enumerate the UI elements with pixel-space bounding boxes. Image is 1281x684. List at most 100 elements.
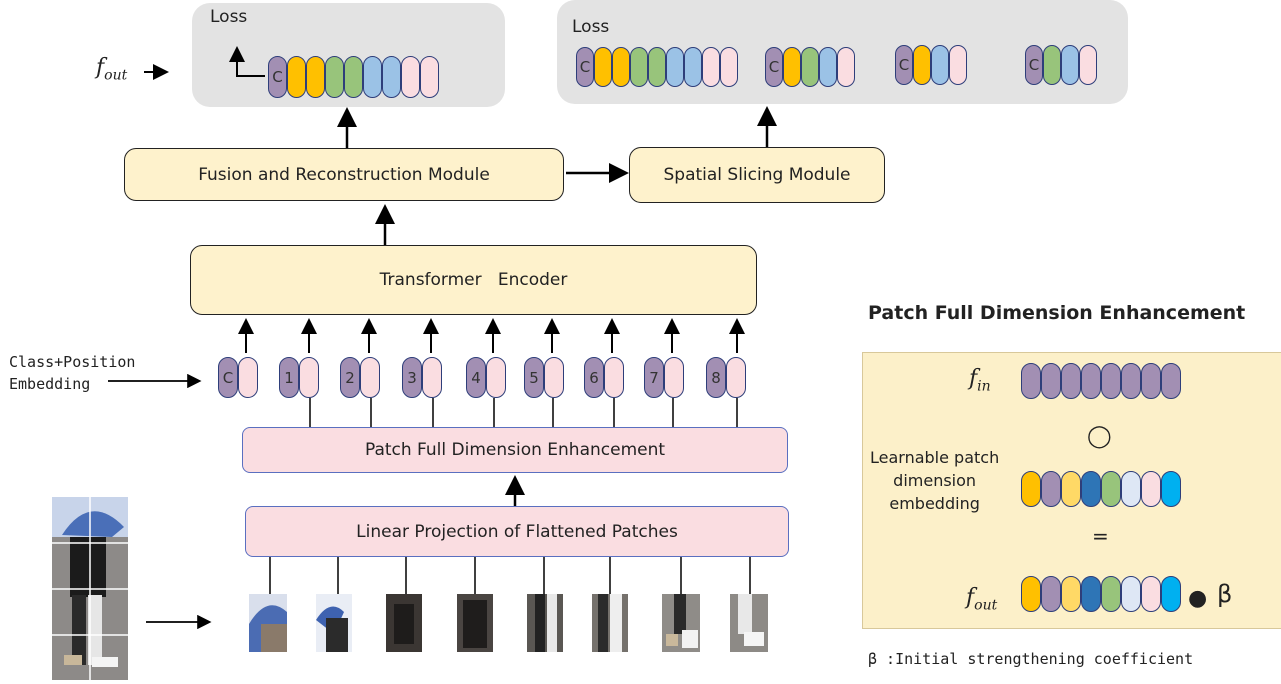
- panel-embed-token-1: [1041, 471, 1061, 507]
- loss-right-g1-token-2: [612, 47, 630, 87]
- loss-right-g1-token-1: [594, 47, 612, 87]
- panel-fout-token-6: [1141, 576, 1161, 612]
- input-token-embed-3: [422, 357, 442, 398]
- pfde-box: Patch Full Dimension Enhancement: [242, 427, 788, 473]
- loss-right-g1-token-0: C: [576, 47, 594, 87]
- loss-right-g4-token-2: [1061, 45, 1079, 85]
- beta-symbol: β: [1217, 580, 1233, 608]
- input-token-embed-1: [299, 357, 319, 398]
- patch-6: [592, 594, 628, 652]
- loss-left-token-7: [401, 56, 420, 98]
- dot-operator: ●: [1188, 586, 1208, 611]
- loss-right-g2-token-2: [801, 47, 819, 87]
- panel-fout-token-5: [1121, 576, 1141, 612]
- f-in-label: fin: [969, 366, 991, 395]
- panel-fin-token-4: [1101, 363, 1121, 399]
- loss-right-g1-token-4: [648, 47, 666, 87]
- f-out-panel-label: fout: [966, 585, 998, 614]
- panel-fout-token-0: [1021, 576, 1041, 612]
- panel-fin-token-6: [1141, 363, 1161, 399]
- panel-embed-token-3: [1081, 471, 1101, 507]
- loss-right-g1-token-6: [684, 47, 702, 87]
- loss-left-token-1: [287, 56, 306, 98]
- panel-fin-token-5: [1121, 363, 1141, 399]
- loss-left-token-0: C: [268, 56, 287, 98]
- loss-right-g3-token-1: [913, 45, 931, 85]
- panel-embed-token-7: [1161, 471, 1181, 507]
- panel-fin-token-3: [1081, 363, 1101, 399]
- input-token-embed-8: [726, 357, 746, 398]
- loss-left-token-3: [325, 56, 344, 98]
- spatial-slicing-module: Spatial Slicing Module: [629, 147, 885, 203]
- panel-fout-token-7: [1161, 576, 1181, 612]
- input-token-label-8: 8: [706, 357, 726, 398]
- input-token-label-0: C: [218, 357, 238, 398]
- patch-3: [386, 594, 422, 652]
- linear-label: Linear Projection of Flattened Patches: [356, 521, 678, 542]
- equals-sign: =: [1092, 524, 1109, 548]
- panel-fin-token-1: [1041, 363, 1061, 399]
- spatial-label: Spatial Slicing Module: [663, 165, 851, 185]
- patch-8: [730, 594, 768, 652]
- input-token-label-5: 5: [524, 357, 544, 398]
- loss-right-g2-token-0: C: [765, 47, 783, 87]
- footnote: β :Initial strengthening coefficient: [868, 650, 1194, 668]
- input-token-label-2: 2: [340, 357, 360, 398]
- panel-fin-token-7: [1161, 363, 1181, 399]
- input-token-embed-5: [544, 357, 564, 398]
- loss-right-g3-token-2: [931, 45, 949, 85]
- patch-2: [316, 594, 352, 652]
- transformer-encoder: Transformer Encoder: [190, 245, 757, 315]
- transformer-label: Transformer Encoder: [379, 270, 568, 290]
- panel-embed-token-5: [1121, 471, 1141, 507]
- loss-left-token-4: [344, 56, 363, 98]
- input-token-embed-6: [604, 357, 624, 398]
- input-token-embed-0: [238, 357, 258, 398]
- panel-embed-token-6: [1141, 471, 1161, 507]
- panel-fout-token-4: [1101, 576, 1121, 612]
- linear-projection-box: Linear Projection of Flattened Patches: [245, 506, 789, 557]
- patch-5: [527, 594, 563, 652]
- loss-left-token-6: [382, 56, 401, 98]
- f-out-left-label: fout: [96, 55, 128, 84]
- loss-right-g4-token-1: [1043, 45, 1061, 85]
- panel-embed-token-4: [1101, 471, 1121, 507]
- class-position-label: Class+Position Embedding: [9, 353, 136, 393]
- loss-right-g1-token-3: [630, 47, 648, 87]
- panel-fout-token-2: [1061, 576, 1081, 612]
- loss-left-token-5: [363, 56, 382, 98]
- input-token-label-3: 3: [402, 357, 422, 398]
- loss-right-g1-token-7: [702, 47, 720, 87]
- patch-7: [662, 594, 700, 652]
- input-token-label-4: 4: [466, 357, 486, 398]
- fusion-label: Fusion and Reconstruction Module: [198, 164, 490, 185]
- input-token-label-7: 7: [644, 357, 664, 398]
- person-image-grid: [52, 497, 128, 680]
- panel-embed-token-0: [1021, 471, 1041, 507]
- patch-4: [457, 594, 493, 652]
- panel-fin-token-0: [1021, 363, 1041, 399]
- input-token-embed-2: [360, 357, 380, 398]
- panel-embed-token-2: [1061, 471, 1081, 507]
- input-token-embed-7: [664, 357, 684, 398]
- fusion-reconstruction-module: Fusion and Reconstruction Module: [124, 148, 564, 201]
- panel-fout-token-3: [1081, 576, 1101, 612]
- input-token-embed-4: [486, 357, 506, 398]
- panel-title: Patch Full Dimension Enhancement: [868, 302, 1246, 324]
- panel-fout-token-1: [1041, 576, 1061, 612]
- panel-fin-token-2: [1061, 363, 1081, 399]
- loss-right-g1-token-5: [666, 47, 684, 87]
- loss-right-g2-token-3: [819, 47, 837, 87]
- loss-right-g3-token-0: C: [895, 45, 913, 85]
- loss-left-token-2: [306, 56, 325, 98]
- patch-1: [249, 594, 287, 652]
- loss-right-g1-token-8: [720, 47, 738, 87]
- loss-left-token-8: [420, 56, 439, 98]
- input-token-label-6: 6: [584, 357, 604, 398]
- loss-right-g3-token-3: [949, 45, 967, 85]
- hadamard-circle: ◯: [1087, 424, 1112, 449]
- loss-right-g2-token-1: [783, 47, 801, 87]
- loss-right-label: Loss: [572, 17, 610, 37]
- loss-right-g4-token-3: [1079, 45, 1097, 85]
